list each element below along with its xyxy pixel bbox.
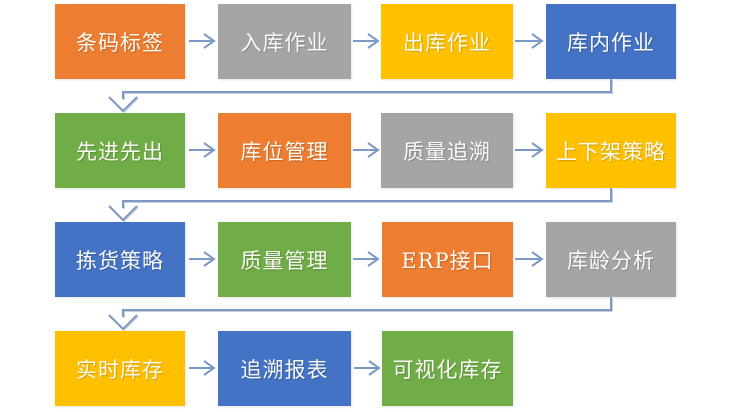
flow-box-traceability-report: 追溯报表: [218, 331, 351, 406]
connector-arrow-down: [108, 79, 612, 113]
flow-box-erp-interface: ERP接口: [382, 222, 513, 297]
flow-box-quality-management: 质量管理: [218, 222, 351, 297]
flow-box-first-in-first-out: 先进先出: [55, 113, 185, 188]
flow-box-stock-age-analysis: 库龄分析: [546, 222, 676, 297]
flow-box-inbound-operation: 入库作业: [218, 4, 351, 79]
connector-arrow-down: [108, 297, 612, 331]
flow-box-visualized-inventory: 可视化库存: [382, 331, 513, 406]
flow-box-picking-strategy: 拣货策略: [55, 222, 185, 297]
flow-box-barcode-label: 条码标签: [55, 4, 185, 79]
flow-box-in-warehouse-operation: 库内作业: [546, 4, 676, 79]
flow-box-outbound-operation: 出库作业: [381, 4, 513, 79]
flow-box-quality-traceability: 质量追溯: [381, 113, 513, 188]
flow-box-shelving-strategy: 上下架策略: [546, 113, 676, 188]
connector-arrow-down: [108, 188, 612, 222]
flow-box-location-management: 库位管理: [218, 113, 351, 188]
flow-box-real-time-inventory: 实时库存: [55, 331, 185, 406]
